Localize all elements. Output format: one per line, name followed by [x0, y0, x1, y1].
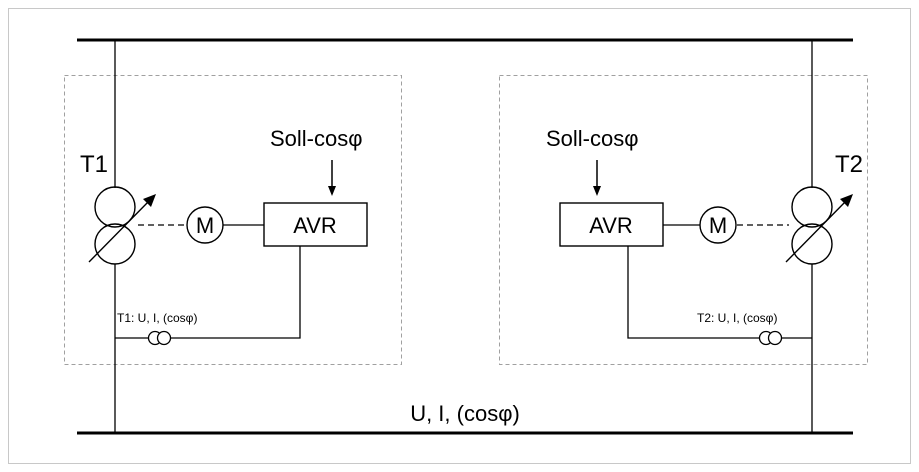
right-measurement-wire — [627, 246, 759, 339]
transformer-t2-symbol — [791, 186, 833, 265]
left-measurement-label: T1: U, I, (cosφ) — [117, 311, 197, 325]
t1-label: T1 — [80, 151, 108, 178]
t2-tap-changer-arrow — [785, 194, 853, 263]
bus-measurement-label: U, I, (cosφ) — [410, 401, 520, 426]
right-setpoint-arrow — [593, 160, 601, 196]
left-avr-box — [263, 202, 368, 247]
left-current-transformer-symbol — [147, 330, 172, 346]
right-motor-label: M — [709, 213, 727, 238]
right-avr-box — [559, 202, 664, 247]
transformer-t1-symbol — [94, 186, 136, 265]
left-group-box — [64, 75, 402, 365]
left-avr-label: AVR — [293, 213, 337, 238]
right-setpoint-label: Soll-cosφ — [546, 126, 639, 151]
right-current-transformer-symbol — [758, 330, 783, 346]
left-setpoint-arrow — [328, 160, 336, 196]
right-group-box — [499, 75, 868, 365]
outer-frame — [8, 8, 911, 464]
left-measurement-wire — [170, 246, 301, 339]
left-setpoint-label: Soll-cosφ — [270, 126, 363, 151]
right-avr-label: AVR — [589, 213, 633, 238]
t2-label: T2 — [835, 151, 863, 178]
t1-tap-changer-arrow — [88, 194, 156, 263]
right-measurement-label: T2: U, I, (cosφ) — [697, 311, 777, 325]
left-motor-label: M — [196, 213, 214, 238]
